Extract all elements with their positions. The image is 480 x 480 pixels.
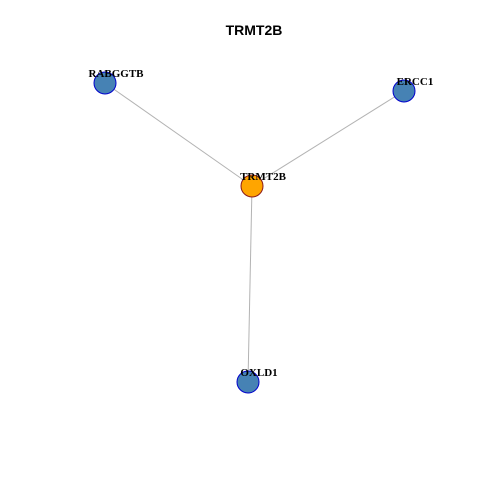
diagram-title: TRMT2B [226,22,283,38]
node-label-oxld1: OXLD1 [240,367,277,379]
node-circle-oxld1 [236,370,260,394]
node-circle-ercc1 [392,79,416,103]
node-circle-trmt2b [240,174,264,198]
node-label-ercc1: ERCC1 [397,76,434,88]
edge-trmt2b-rabggtb [104,82,253,187]
node-circle-rabggtb [93,71,117,95]
node-label-rabggtb: RABGGTB [88,68,144,80]
edge-trmt2b-oxld1 [247,185,253,383]
node-ercc1: ERCC1 [392,76,434,103]
node-label-trmt2b: TRMT2B [240,171,287,183]
edges-layer [104,82,405,383]
node-oxld1: OXLD1 [236,367,278,394]
edge-trmt2b-ercc1 [251,90,405,187]
node-rabggtb: RABGGTB [88,68,144,95]
node-trmt2b: TRMT2B [240,171,287,198]
